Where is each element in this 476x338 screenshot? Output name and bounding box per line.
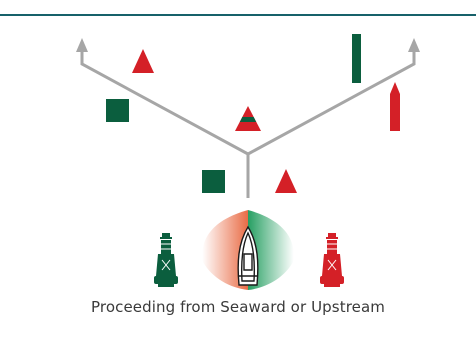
red-lighted-buoy [320, 233, 344, 287]
boat-icon [237, 225, 259, 286]
left-arrowhead-icon [76, 38, 88, 52]
red-sidelight-glow [202, 210, 248, 290]
green-can-buoy-lower [202, 170, 225, 193]
right-arrowhead-icon [408, 38, 420, 52]
red-nun-buoy-lower [275, 169, 297, 193]
junction-buoy [235, 106, 261, 131]
red-spar-buoy [390, 82, 400, 131]
left-channel-line [80, 52, 249, 156]
red-nun-buoy [132, 49, 154, 73]
green-spar-buoy [352, 34, 361, 83]
green-sidelight-glow [248, 210, 294, 290]
diagram-caption: Proceeding from Seaward or Upstream [91, 298, 385, 316]
channel-lines [80, 52, 416, 198]
right-channel-line [247, 52, 416, 156]
green-can-buoy [106, 99, 129, 122]
top-rule [0, 14, 476, 16]
green-lighted-buoy [154, 233, 178, 287]
